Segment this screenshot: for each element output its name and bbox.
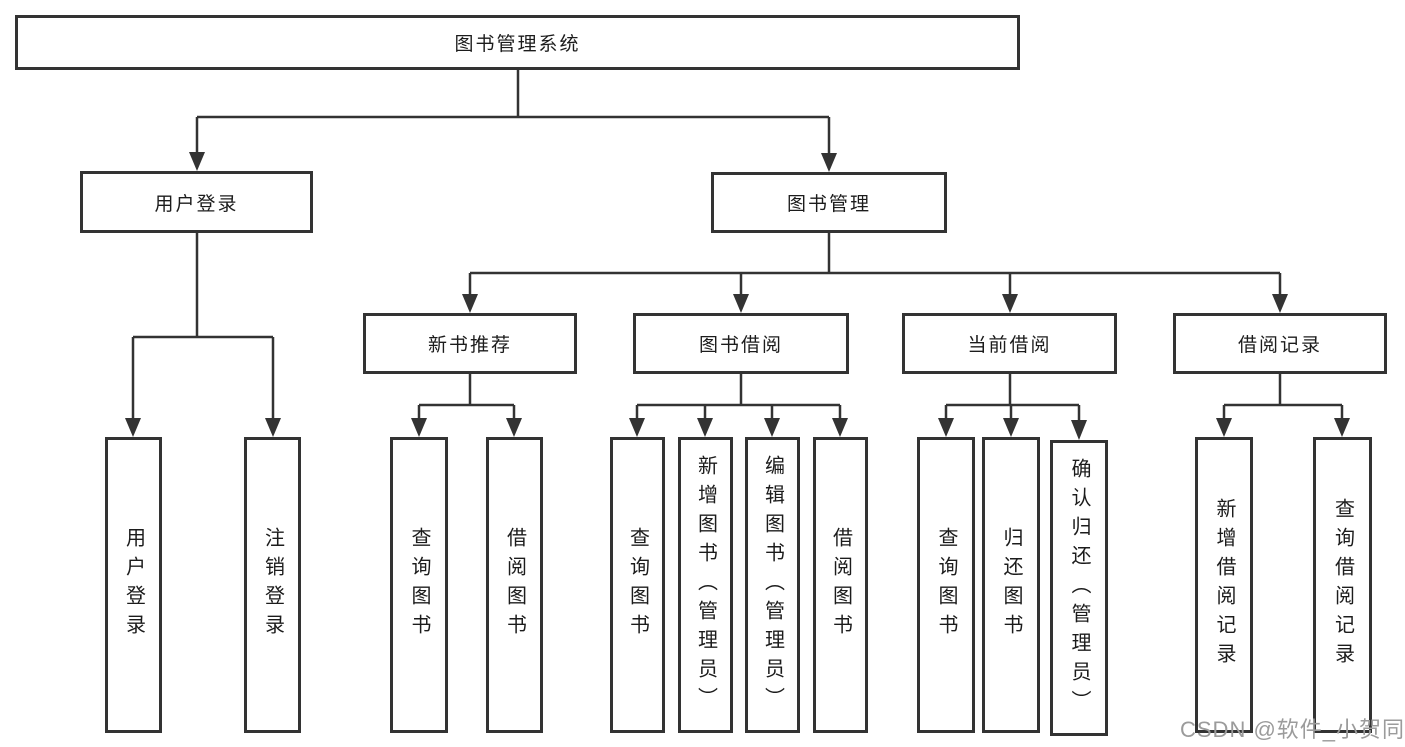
node-borrowing-records: 借阅记录 [1173,313,1387,374]
node-new-book-recommend: 新书推荐 [363,313,577,374]
leaf-query-borrow-record: 查询借阅记录 [1313,437,1372,733]
node-label: 归还图书 [1000,527,1022,643]
node-label: 新增图书（管理员） [694,454,717,716]
leaf-query-books-2: 查询图书 [610,437,665,733]
node-label: 当前借阅 [967,335,1052,356]
node-label: 图书管理 [786,194,871,215]
leaf-add-borrow-record: 新增借阅记录 [1195,437,1253,733]
node-library-management-system: 图书管理系统 [15,15,1020,70]
node-label: 查询借阅记录 [1331,498,1354,672]
node-label: 用户登录 [122,527,145,643]
node-book-management-branch: 图书管理 [711,172,947,233]
node-label: 新书推荐 [427,335,512,356]
node-label: 查询图书 [935,527,957,643]
leaf-borrow-books-2: 借阅图书 [813,437,868,733]
node-user-login-branch: 用户登录 [80,171,313,233]
node-label: 借阅图书 [829,527,852,643]
node-label: 查询图书 [626,527,649,643]
leaf-user-login: 用户登录 [105,437,162,733]
leaf-add-books-admin: 新增图书（管理员） [678,437,733,733]
node-label: 编辑图书（管理员） [761,454,784,716]
node-label: 图书管理系统 [454,34,581,55]
node-label: 借阅记录 [1237,335,1322,356]
node-label: 图书借阅 [698,335,783,356]
node-label: 确认归还（管理员） [1068,457,1090,719]
node-label: 查询图书 [408,527,430,643]
leaf-edit-books-admin: 编辑图书（管理员） [745,437,800,733]
leaf-return-books: 归还图书 [982,437,1040,733]
node-label: 新增借阅记录 [1213,498,1235,672]
node-label: 注销登录 [261,527,284,643]
node-label: 借阅图书 [503,527,526,643]
leaf-query-books-1: 查询图书 [390,437,448,733]
node-current-borrowing: 当前借阅 [902,313,1117,374]
leaf-borrow-books-1: 借阅图书 [486,437,543,733]
leaf-query-books-3: 查询图书 [917,437,975,733]
node-book-borrowing: 图书借阅 [633,313,849,374]
node-label: 用户登录 [154,193,239,215]
csdn-watermark: CSDN @软件_小贺同学 [1180,717,1405,742]
leaf-confirm-return-admin: 确认归还（管理员） [1050,440,1108,736]
leaf-logout: 注销登录 [244,437,301,733]
